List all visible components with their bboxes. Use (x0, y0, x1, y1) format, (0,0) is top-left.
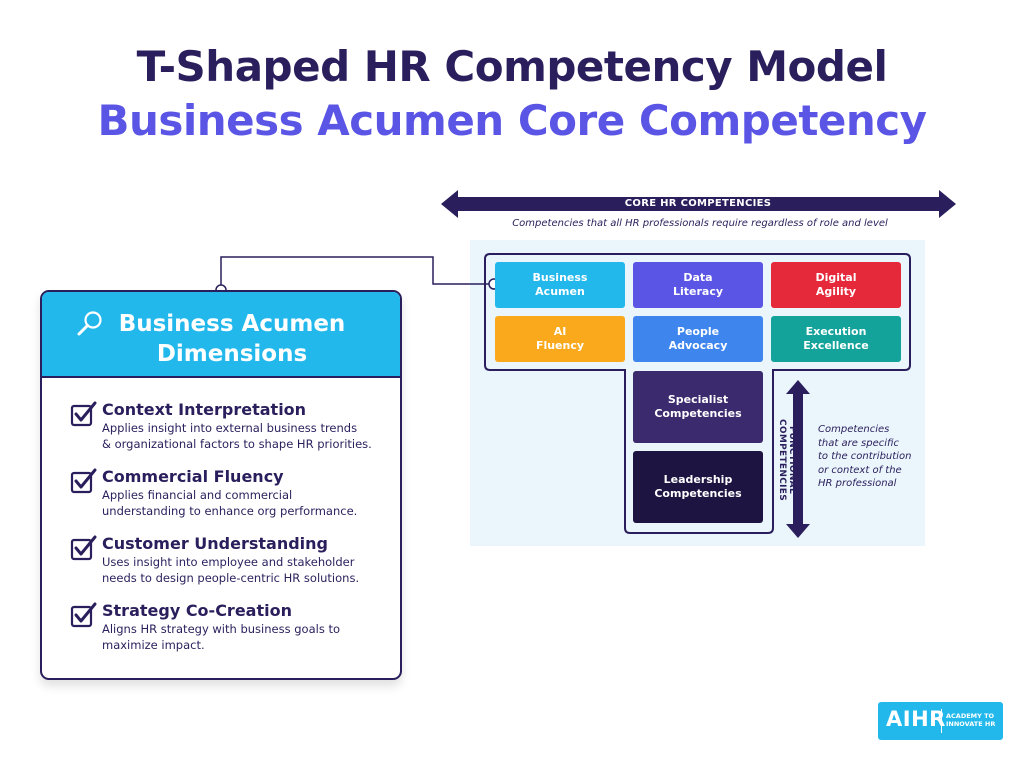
dimension-description: Applies financial and commercial underst… (102, 488, 358, 518)
dimension-title: Strategy Co-Creation (102, 601, 292, 620)
t-outline (484, 253, 911, 534)
dimensions-card: Business Acumen Dimensions Context Inter… (40, 290, 402, 680)
tile-people-advocacy: People Advocacy (633, 316, 763, 362)
tile-business-acumen: Business Acumen (495, 262, 625, 308)
connector-line (220, 256, 493, 289)
dimension-title: Commercial Fluency (102, 467, 284, 486)
page-subtitle: Business Acumen Core Competency (97, 96, 927, 145)
page-title: T-Shaped HR Competency Model (136, 42, 888, 91)
card-header: Business Acumen Dimensions (42, 292, 400, 378)
functional-competencies-label: FUNCTIONAL COMPETENCIES (777, 419, 797, 501)
tile-ai-fluency: AI Fluency (495, 316, 625, 362)
core-competencies-subtitle: Competencies that all HR professionals r… (512, 218, 888, 229)
checkbox-icon (70, 468, 97, 494)
logo-divider (941, 709, 942, 733)
logo-main-text: AIHR (886, 707, 946, 731)
dimension-description: Uses insight into employee and stakehold… (102, 555, 360, 585)
dimension-title: Context Interpretation (102, 400, 307, 419)
functional-competencies-note: Competencies that are specific to the co… (818, 424, 912, 489)
tile-data-literacy: Data Literacy (633, 262, 763, 308)
tile-execution-excellence: Execution Excellence (771, 316, 901, 362)
core-competencies-label: CORE HR COMPETENCIES (624, 198, 772, 209)
magnifier-icon (77, 311, 102, 336)
tile-digital-agility: Digital Agility (771, 262, 901, 308)
tile-leadership-competencies: Leadership Competencies (633, 451, 763, 523)
dimension-description: Aligns HR strategy with business goals t… (102, 622, 341, 652)
aihr-logo: AIHR ACADEMY TO INNOVATE HR (878, 702, 1003, 740)
core-arrow (441, 190, 956, 218)
dimension-description: Applies insight into external business t… (102, 421, 372, 451)
checkbox-icon (70, 535, 97, 561)
checkbox-icon (70, 401, 97, 427)
checkbox-icon (70, 602, 97, 628)
logo-sub-text: ACADEMY TO INNOVATE HR (946, 712, 996, 729)
card-title: Business Acumen Dimensions (118, 311, 346, 368)
dimension-title: Customer Understanding (102, 534, 328, 553)
functional-arrow (786, 380, 810, 538)
tile-specialist-competencies: Specialist Competencies (633, 371, 763, 443)
